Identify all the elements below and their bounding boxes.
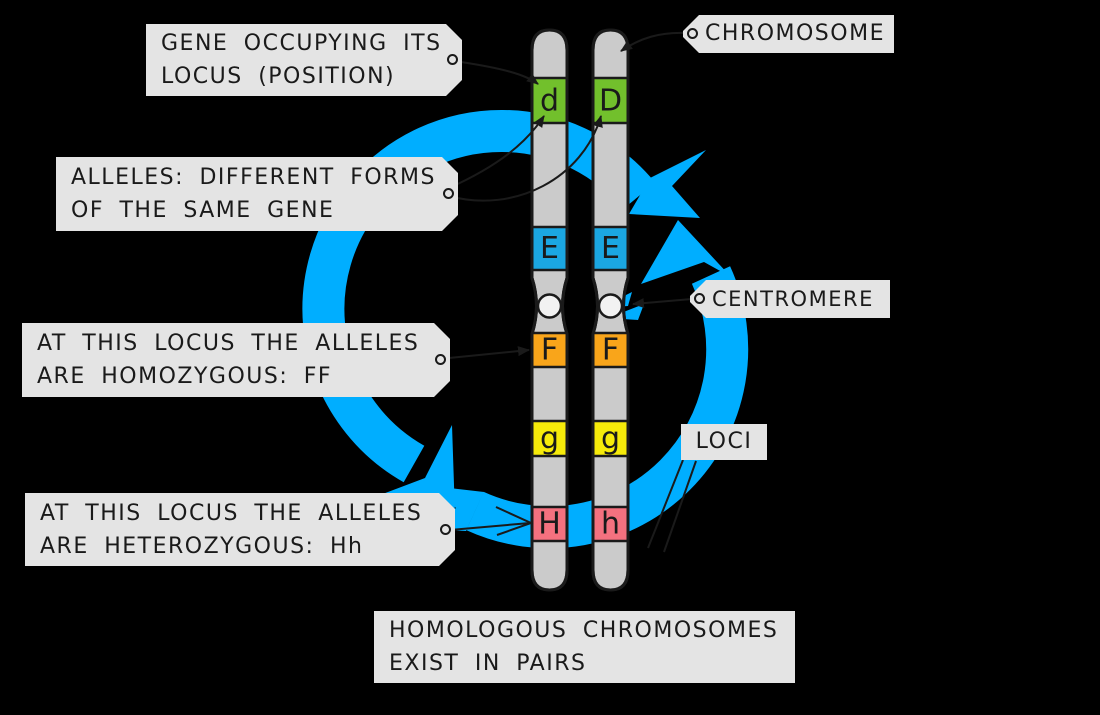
allele-letter-right-h: h — [601, 507, 620, 542]
allele-letter-left-f: F — [541, 333, 558, 368]
centromere-label-text: CENTROMERE — [712, 287, 874, 311]
left-band-f — [532, 331, 567, 369]
right-chromosome-outline — [591, 28, 630, 592]
chromosome-label: CHROMOSOME — [683, 15, 894, 53]
pointer-homozygous-to-f-band — [448, 346, 530, 359]
centromere-label-connector — [694, 293, 705, 304]
allele-letter-right-d: D — [599, 84, 622, 119]
chromosome-label-connector — [687, 28, 698, 39]
pointer-heterozygous-arrowhead — [495, 506, 534, 536]
alleles-label-connector — [443, 188, 454, 199]
left-band-g — [532, 419, 567, 458]
allele-letter-left-d: d — [540, 84, 559, 119]
right-band-g — [593, 419, 628, 458]
right-band-e — [593, 225, 628, 272]
homozygous-label-line1: AT THIS LOCUS THE ALLELES — [37, 331, 420, 356]
alleles-label-line1: ALLELES: DIFFERENT FORMS — [71, 165, 436, 190]
pointer-chromosome-line — [620, 31, 687, 52]
loci-label-text: LOCI — [695, 429, 753, 454]
homozygous-label-line2: ARE HOMOZYGOUS: FF — [37, 364, 333, 389]
heterozygous-label-line2: ARE HETEROZYGOUS: Hh — [40, 533, 364, 559]
heterozygous-label-connector — [440, 524, 451, 535]
allele-letter-right-g: g — [601, 421, 620, 456]
allele-letter-left-g: g — [540, 421, 559, 456]
homologous-label: HOMOLOGOUS CHROMOSOMES EXIST IN PAIRS — [374, 611, 795, 683]
pointer-alleles-to-left-band — [448, 115, 545, 189]
left-band-e — [532, 225, 567, 272]
gene-label-line2: LOCUS (POSITION) — [161, 64, 396, 89]
gene-label-connector — [447, 54, 458, 65]
pointer-loci-line-2 — [663, 460, 697, 553]
cycle-arrow-up-arrowhead — [641, 220, 731, 284]
allele-letter-right-e: E — [601, 231, 620, 266]
homozygous-label-connector — [435, 354, 446, 365]
loci-label: LOCI — [681, 424, 767, 460]
left-centromere-circle — [536, 293, 563, 319]
heterozygous-label: AT THIS LOCUS THE ALLELES ARE HETEROZYGO… — [25, 493, 455, 566]
cycle-arrow-top-tail — [629, 150, 706, 218]
pointer-loci-line-1 — [647, 459, 684, 549]
pointer-centromere-line — [632, 298, 693, 309]
allele-letter-right-f: F — [602, 333, 619, 368]
gene-label-line1: GENE OCCUPYING ITS — [161, 31, 442, 56]
left-chromosome-outline — [530, 28, 569, 592]
right-band-f — [593, 331, 628, 369]
homologous-label-line2: EXIST IN PAIRS — [389, 651, 587, 676]
left-band-h — [532, 505, 567, 543]
alleles-label-line2: OF THE SAME GENE — [71, 198, 335, 223]
gene-label: GENE OCCUPYING ITS LOCUS (POSITION) — [146, 24, 462, 96]
allele-letter-left-h: H — [538, 507, 561, 542]
homologous-label-line1: HOMOLOGOUS CHROMOSOMES — [389, 618, 779, 643]
heterozygous-label-line1: AT THIS LOCUS THE ALLELES — [40, 500, 423, 526]
homozygous-label: AT THIS LOCUS THE ALLELES ARE HOMOZYGOUS… — [22, 323, 450, 397]
pointer-alleles-to-right-band — [448, 115, 603, 202]
centromere-label: CENTROMERE — [690, 280, 890, 318]
allele-letter-left-e: E — [540, 231, 559, 266]
cycle-arrow-down-arrowhead — [372, 425, 455, 515]
pointer-heterozygous-to-h-band — [449, 522, 531, 531]
pointer-gene-to-d-band — [460, 61, 539, 85]
right-centromere-circle — [597, 293, 624, 319]
right-band-h — [593, 505, 628, 543]
chromosome-label-text: CHROMOSOME — [705, 21, 885, 46]
alleles-label: ALLELES: DIFFERENT FORMS OF THE SAME GEN… — [56, 157, 458, 231]
